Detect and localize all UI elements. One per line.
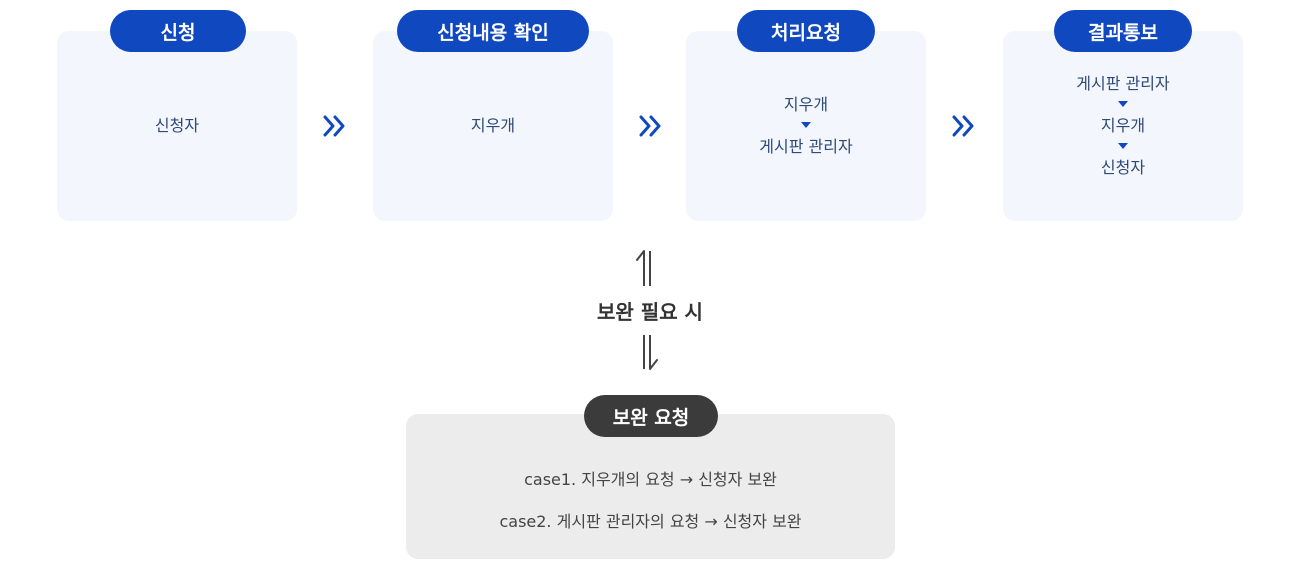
step-title-result: 결과통보 <box>1054 10 1192 52</box>
arrow-down-icon <box>643 335 658 370</box>
feedback-label: 보완 필요 시 <box>597 300 703 324</box>
supplement-case: case2. 게시판 관리자의 요청 → 신청자 보완 <box>499 512 802 531</box>
triangle-down-icon <box>1118 101 1128 107</box>
step-line: 게시판 관리자 <box>759 137 853 156</box>
step-box-review <box>373 31 613 221</box>
double-chevron-right-icon <box>639 115 661 137</box>
step-title-process: 처리요청 <box>737 10 875 52</box>
supplement-box <box>406 414 895 559</box>
step-title-apply: 신청 <box>110 10 246 52</box>
triangle-down-icon <box>801 122 811 128</box>
step-line: 지우개 <box>783 95 829 114</box>
double-chevron-right-icon <box>323 115 345 137</box>
step-box-result <box>1003 31 1243 221</box>
step-body-result: 게시판 관리자 지우개 신청자 <box>1003 31 1243 221</box>
step-title-review: 신청내용 확인 <box>397 10 589 52</box>
step-body-review: 지우개 <box>373 31 613 221</box>
step-line: 지우개 <box>1100 116 1146 135</box>
supplement-case: case1. 지우개의 요청 → 신청자 보완 <box>524 470 777 489</box>
step-line: 게시판 관리자 <box>1076 74 1170 93</box>
triangle-down-icon <box>1118 143 1128 149</box>
step-box-apply <box>57 31 297 221</box>
step-line: 지우개 <box>470 116 516 135</box>
supplement-title: 보완 요청 <box>584 395 718 437</box>
arrow-up-icon <box>636 250 651 286</box>
step-body-process: 지우개 게시판 관리자 <box>686 31 926 221</box>
step-line: 신청자 <box>154 116 200 135</box>
step-line: 신청자 <box>1100 158 1146 177</box>
step-body-apply: 신청자 <box>57 31 297 221</box>
double-chevron-right-icon <box>952 115 974 137</box>
